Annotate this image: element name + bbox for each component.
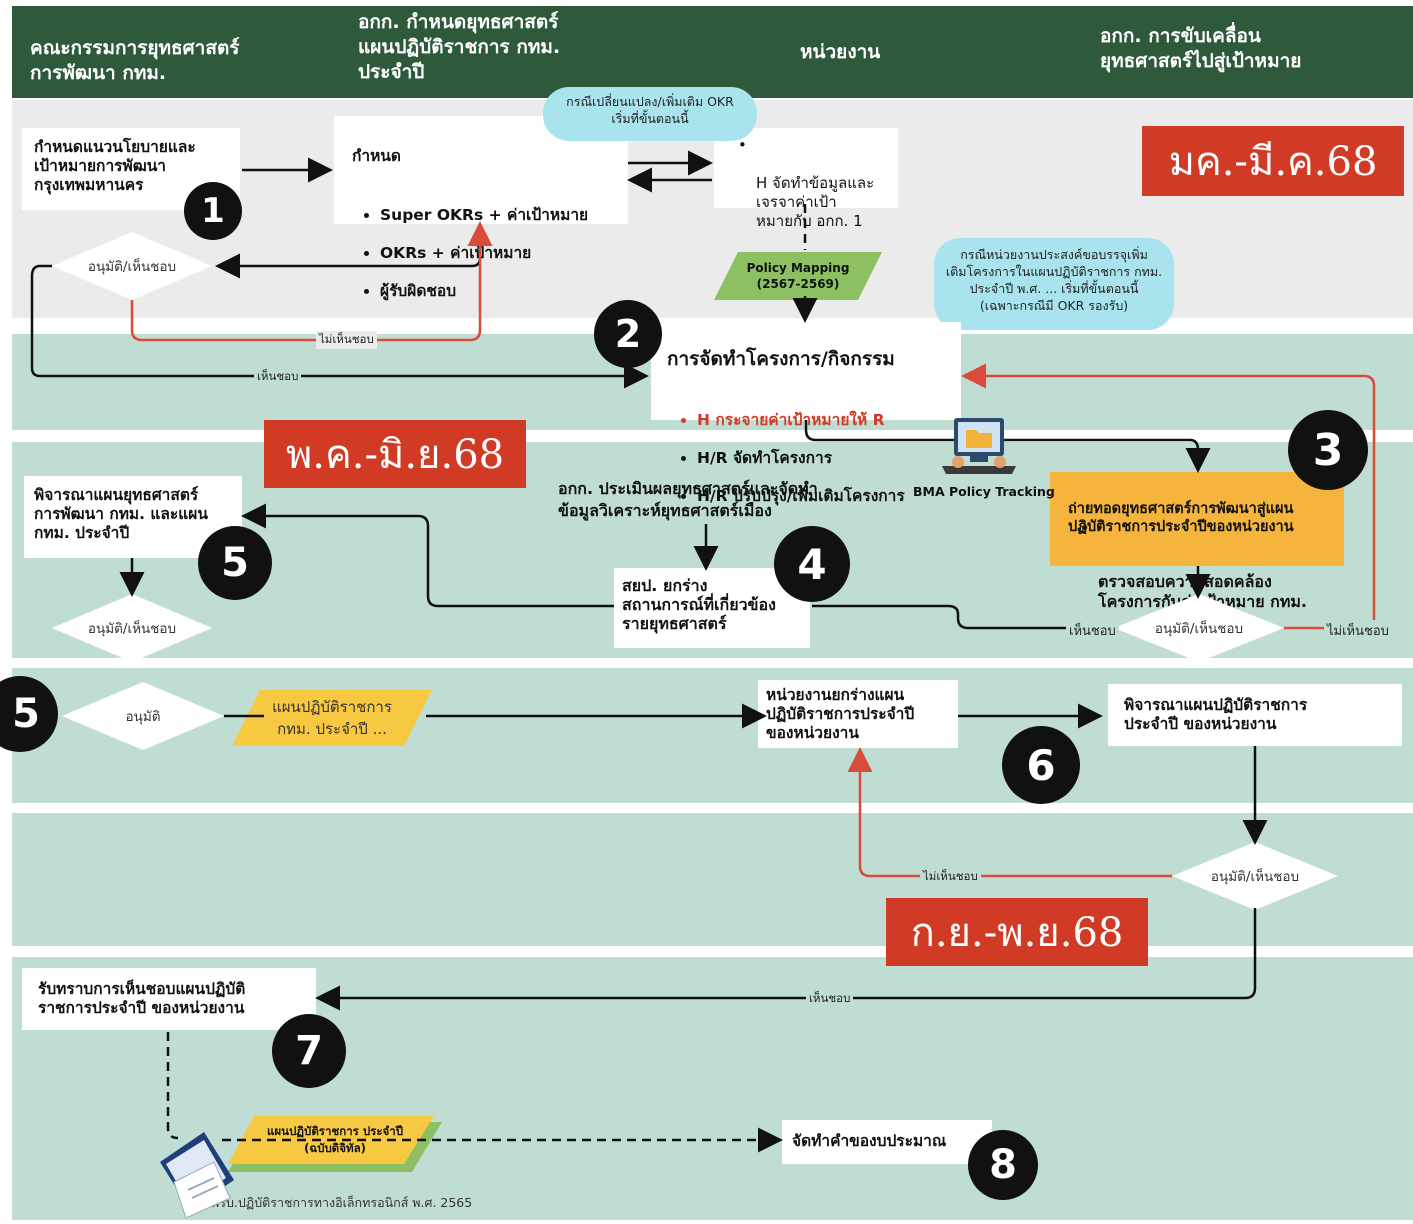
step-4-marker: 4 <box>774 526 850 602</box>
header-lane-committee: คณะกรรมการยุทธศาสตร์ การพัฒนา กทม. <box>30 37 240 84</box>
computer-folder-icon <box>936 416 1022 478</box>
h-target-negotiation-box: • H จัดทำข้อมูลและ เจรจาค่าเป้า หมายกับ … <box>714 128 898 230</box>
define-item: ผู้รับผิดชอบ <box>380 282 628 301</box>
law-reference-label: พรบ.ปฏิบัติราชการทางอิเล็กทรอนิกส์ พ.ศ. … <box>211 1195 473 1210</box>
define-okrs-title: กำหนด <box>352 147 401 165</box>
edge-label-agree-6: เห็นชอบ <box>806 990 854 1008</box>
define-item: OKRs + ค่าเป้าหมาย <box>380 244 628 263</box>
approve-diamond-3-label: อนุมัติ/เห็นชอบ <box>1154 621 1244 637</box>
step-8-marker: 8 <box>968 1130 1038 1200</box>
approve-diamond-5: อนุมัติ/เห็นชอบ <box>1172 842 1338 910</box>
step-5-marker: 5 <box>198 526 272 600</box>
h-target-negotiation-text: H จัดทำข้อมูลและ เจรจาค่าเป้า หมายกับ อก… <box>756 174 875 230</box>
digital-plan-data: แผนปฏิบัติราชการ ประจำปี (ฉบับดิจิทัล) <box>228 1116 442 1172</box>
digital-plan-label: แผนปฏิบัติราชการ ประจำปี (ฉบับดิจิทัล) <box>267 1124 403 1155</box>
step-3-marker: 3 <box>1288 410 1368 490</box>
edge-label-not-agree-6: ไม่เห็นชอบ <box>920 868 981 886</box>
consider-strategy-box: พิจารณาแผนยุทธศาสตร์ การพัฒนา กทม. และแผ… <box>24 476 242 558</box>
bma-policy-tracking-label: BMA Policy Tracking <box>913 484 1055 499</box>
projects-item: H/R ปรับปรุง/เพิ่มเติมโครงการ <box>697 487 961 506</box>
approve-diamond-2-label: อนุมัติ/เห็นชอบ <box>87 621 177 637</box>
step-2-marker: 2 <box>594 300 662 368</box>
header-lane-strategy-subcommittee: อกก. กำหนดยุทธศาสตร์ แผนปฏิบัติราชการ กท… <box>358 11 561 83</box>
step-5-marker-left: 5 <box>0 676 58 752</box>
projects-item: H กระจายค่าเป้าหมายให้ R <box>697 411 961 430</box>
annual-plan-label: แผนปฏิบัติราชการ กทม. ประจำปี ... <box>272 698 392 738</box>
approve-diamond-2: อนุมัติ/เห็นชอบ <box>52 594 212 662</box>
approve-diamond-4-label: อนุมัติ <box>125 709 161 725</box>
approve-diamond-1-label: อนุมัติ/เห็นชอบ <box>87 259 177 275</box>
digital-document-icon <box>156 1128 236 1220</box>
approve-diamond-3: อนุมัติ/เห็นชอบ <box>1114 594 1284 662</box>
define-item: Super OKRs + ค่าเป้าหมาย <box>380 206 628 225</box>
period-badge-may-jun: พ.ค.-มิ.ย.68 <box>264 420 526 488</box>
approve-diamond-4: อนุมัติ <box>62 682 224 750</box>
header-lane-drive-subcommittee: อกก. การขับเคลื่อน ยุทธศาสตร์ไปสู่เป้าหม… <box>1100 25 1302 72</box>
policy-mapping-label: Policy Mapping (2567-2569) <box>746 261 850 291</box>
draft-situation-box: สยป. ยกร่าง สถานการณ์ที่เกี่ยวข้อง รายยุ… <box>614 568 810 648</box>
projects-item: H/R จัดทำโครงการ <box>697 449 961 468</box>
step-1-marker: 1 <box>184 182 242 240</box>
approve-diamond-1: อนุมัติ/เห็นชอบ <box>52 232 212 300</box>
step-6-marker: 6 <box>1002 726 1080 804</box>
period-badge-jan-mar: มค.-มี.ค.68 <box>1142 126 1404 196</box>
edge-label-not-agree-3: ไม่เห็นชอบ <box>1324 620 1392 641</box>
policy-direction-box: กำหนดแนวนโยบายและ เป้าหมายการพัฒนา กรุงเ… <box>22 128 240 210</box>
period-badge-sep-nov: ก.ย.-พ.ย.68 <box>886 898 1148 966</box>
swimlane-header <box>12 6 1413 98</box>
acknowledge-plan-box: รับทราบการเห็นชอบแผนปฏิบัติ ราชการประจำป… <box>22 968 316 1030</box>
edge-label-agree-1: เห็นชอบ <box>254 368 302 386</box>
approve-diamond-5-label: อนุมัติ/เห็นชอบ <box>1210 869 1300 885</box>
edge-label-agree-3: เห็นชอบ <box>1066 620 1119 641</box>
policy-mapping-data: Policy Mapping (2567-2569) <box>714 252 882 300</box>
budget-request-box: จัดทำคำของบประมาณ <box>782 1120 992 1164</box>
unit-draft-plan-box: หน่วยงานยกร่างแผน ปฏิบัติราชการประจำปี ข… <box>758 680 958 748</box>
step-7-marker: 7 <box>272 1014 346 1088</box>
cascade-strategy-text: ถ่ายทอดยุทธศาสตร์การพัฒนาสู่แผน ปฏิบัติร… <box>1068 501 1294 535</box>
annual-plan-data: แผนปฏิบัติราชการ กทม. ประจำปี ... <box>232 690 432 746</box>
header-lane-agency: หน่วยงาน <box>800 41 881 63</box>
projects-title: การจัดทำโครงการ/กิจกรรม <box>667 348 895 370</box>
okr-change-note: กรณีเปลี่ยนแปลง/เพิ่มเติม OKR เริ่มที่ขั… <box>543 87 757 141</box>
projects-box: การจัดทำโครงการ/กิจกรรม H กระจายค่าเป้าห… <box>651 322 961 505</box>
cascade-strategy-box: ถ่ายทอดยุทธศาสตร์การพัฒนาสู่แผน ปฏิบัติร… <box>1050 472 1344 611</box>
consider-unit-plan-box: พิจารณาแผนปฏิบัติราชการ ประจำปี ของหน่วย… <box>1108 684 1402 746</box>
unit-add-project-note: กรณีหน่วยงานประสงค์ขอบรรจุเพิ่ม เติมโครง… <box>934 238 1174 330</box>
assessment-text: อกก. ประเมินผลยุทธศาสตร์และจัดทำ ข้อมูลว… <box>558 479 818 520</box>
edge-label-not-agree-1: ไม่เห็นชอบ <box>316 331 377 349</box>
